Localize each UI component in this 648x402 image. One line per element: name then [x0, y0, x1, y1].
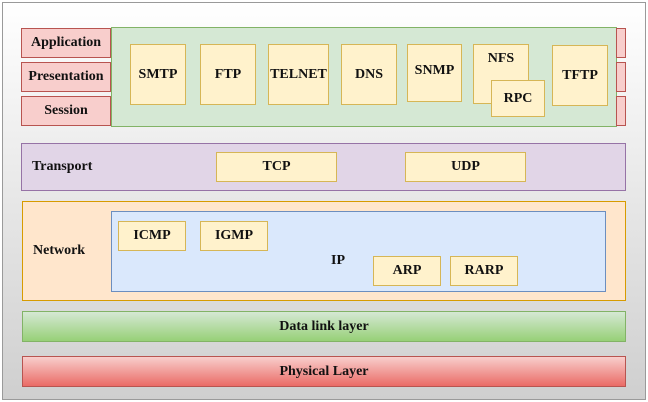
rpc-box: RPC: [491, 80, 545, 117]
right-edge-box-2: [616, 62, 626, 92]
tcp-box: TCP: [216, 152, 337, 182]
rarp-box: RARP: [450, 256, 518, 286]
right-edge-box-1: [616, 28, 626, 58]
right-edge-box-3: [616, 96, 626, 126]
ip-label: IP: [331, 253, 345, 268]
network-layer-label: Network: [33, 243, 86, 258]
physical-layer: Physical Layer: [22, 356, 626, 387]
udp-box: UDP: [405, 152, 526, 182]
data-link-layer: Data link layer: [22, 311, 626, 342]
application-layer-label: Application: [21, 28, 111, 58]
transport-layer-label: Transport: [32, 159, 93, 174]
smtp-box: SMTP: [130, 44, 186, 105]
igmp-box: IGMP: [200, 221, 268, 251]
snmp-box: SNMP: [407, 44, 462, 102]
ftp-box: FTP: [200, 44, 256, 105]
session-layer-label: Session: [21, 96, 111, 126]
icmp-box: ICMP: [118, 221, 186, 251]
arp-box: ARP: [373, 256, 441, 286]
tftp-box: TFTP: [552, 45, 608, 106]
telnet-box: TELNET: [268, 44, 329, 105]
dns-box: DNS: [341, 44, 397, 105]
ip-zone: [111, 211, 606, 292]
presentation-layer-label: Presentation: [21, 62, 111, 92]
